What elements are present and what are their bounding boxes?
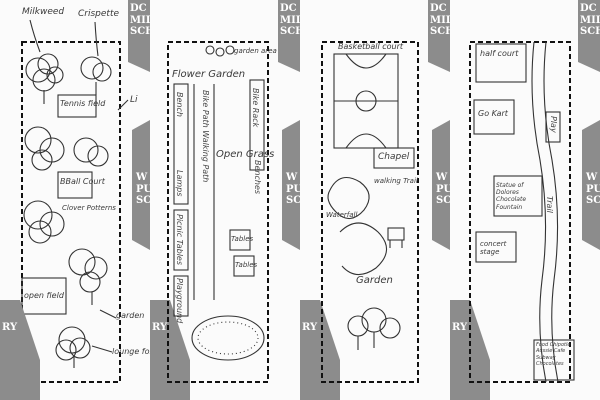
label-garden: Garden bbox=[356, 275, 393, 286]
sketch-panel-1: Milkweed Crispette Tennis field Li BBall… bbox=[0, 0, 150, 400]
sketch-panel-2: Flower Garden garden area Bike Rack Benc… bbox=[150, 0, 300, 400]
sketch-drawing-4 bbox=[450, 0, 600, 400]
label-open-field: open field bbox=[24, 291, 64, 300]
block-school-top: DC P MIDI SCHO bbox=[280, 3, 300, 38]
label-concert-stage: concert stage bbox=[480, 240, 507, 257]
block-text-line: MIDI bbox=[130, 14, 150, 26]
block-text-line: SCH bbox=[436, 195, 450, 206]
label-tennis-field: Tennis field bbox=[60, 99, 106, 108]
label-walking-path: Bike Path Walking Path bbox=[201, 90, 210, 183]
block-school-mid: W PU SCH bbox=[436, 172, 450, 207]
block-text-line: W bbox=[586, 172, 598, 183]
label-benches: Benches bbox=[253, 160, 262, 195]
label-half-court: half court bbox=[480, 49, 519, 58]
block-text-line: PU bbox=[436, 183, 450, 195]
label-bike-rack: Bike Rack bbox=[251, 88, 260, 128]
label-picnic-tables: Picnic Tables bbox=[175, 214, 184, 266]
block-text-line: DC P bbox=[280, 3, 300, 14]
label-lounge: lounge for bbox=[112, 347, 150, 356]
label-milkweed: Milkweed bbox=[22, 7, 65, 17]
label-bench: Bench bbox=[175, 92, 184, 117]
label-garden: garden bbox=[116, 311, 145, 320]
label-statue: Statue of Dolores Chocolate Fountain bbox=[496, 182, 527, 211]
block-text-line: W bbox=[136, 172, 148, 183]
block-school-mid: W PU SCH bbox=[286, 172, 300, 207]
block-school-top: DC P MIDI SCHO bbox=[430, 3, 450, 38]
block-text-line: SCH bbox=[586, 195, 600, 206]
block-text-line: W bbox=[436, 172, 448, 183]
sketch-panel-4: half court Go Kart Play Statue of Dolore… bbox=[450, 0, 600, 400]
block-text-line: DC P bbox=[580, 3, 600, 14]
block-school-mid: W PU SCH bbox=[136, 172, 150, 207]
block-library: RY bbox=[452, 322, 468, 333]
label-waterfall: Waterfall bbox=[326, 211, 358, 219]
label-bball-court: BBall Court bbox=[60, 177, 105, 186]
block-text-line: PU bbox=[586, 183, 600, 195]
block-text-line: SCH bbox=[136, 195, 150, 206]
sketch-panel-3: Basketball court Chapel walking Trail Wa… bbox=[300, 0, 450, 400]
label-food: Food Chipotle Aussie Cafe Subway Chocola… bbox=[536, 342, 571, 367]
block-text-line: PU bbox=[286, 183, 300, 195]
label-garden-area: garden area bbox=[234, 47, 277, 55]
label-flower-garden: Flower Garden bbox=[172, 69, 246, 80]
block-text-line: MIDI bbox=[430, 14, 450, 26]
label-clover: Clover Potterns bbox=[62, 204, 116, 212]
label-walking-trail: walking Trail bbox=[374, 177, 418, 185]
label-open-grass: Open Grass bbox=[216, 149, 275, 160]
label-lamps: Lamps bbox=[175, 170, 184, 197]
block-school-mid: W PU SCH bbox=[586, 172, 600, 207]
block-library: RY bbox=[2, 322, 18, 333]
label-right-edge: Li bbox=[130, 95, 138, 105]
label-tables-2: Tables bbox=[235, 261, 258, 269]
label-crispette: Crispette bbox=[78, 9, 120, 19]
sketch-drawing-3 bbox=[300, 0, 450, 400]
label-tables-1: Tables bbox=[231, 235, 254, 243]
block-library: RY bbox=[152, 322, 168, 333]
block-school-top: DC P MIDI SCHO bbox=[130, 3, 150, 38]
label-basketball-court: Basketball court bbox=[338, 42, 404, 51]
label-chapel: Chapel bbox=[378, 152, 410, 162]
sketch-drawing-1 bbox=[0, 0, 150, 400]
sketch-drawing-2 bbox=[150, 0, 300, 400]
label-playground: Playground bbox=[175, 278, 184, 324]
block-text-line: SCHO bbox=[130, 26, 150, 37]
block-school-top: DC P MIDI SCHO bbox=[580, 3, 600, 38]
block-text-line: MIDI bbox=[280, 14, 300, 26]
block-text-line: SCHO bbox=[280, 26, 300, 37]
label-trail: Trail bbox=[545, 196, 554, 213]
label-play: Play bbox=[549, 116, 558, 133]
block-text-line: SCH bbox=[286, 195, 300, 206]
label-go-kart: Go Kart bbox=[478, 109, 508, 118]
block-text-line: DC P bbox=[130, 3, 150, 14]
block-text-line: SCHO bbox=[580, 26, 600, 37]
block-text-line: W bbox=[286, 172, 298, 183]
block-text-line: PU bbox=[136, 183, 150, 195]
block-text-line: MIDI bbox=[580, 14, 600, 26]
block-text-line: SCHO bbox=[430, 26, 450, 37]
block-text-line: DC P bbox=[430, 3, 450, 14]
block-library: RY bbox=[302, 322, 318, 333]
